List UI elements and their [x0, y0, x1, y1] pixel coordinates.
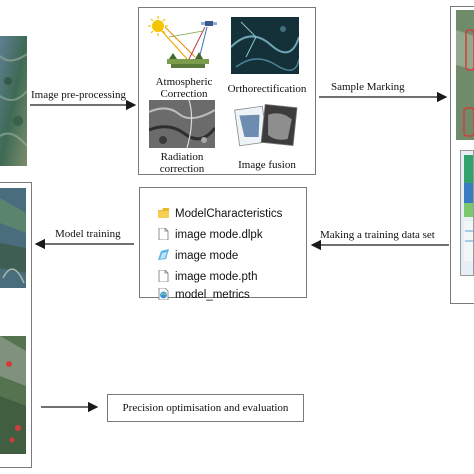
folder-icon	[158, 207, 169, 219]
preprocessing-box: Atmospheric Correction Orthorectificatio…	[138, 7, 316, 175]
label-model-training: Model training	[55, 228, 121, 240]
file-row-image-mode: image mode	[158, 249, 238, 262]
orthorectification-image	[231, 17, 299, 74]
document-icon	[158, 228, 169, 240]
input-satellite-image	[0, 36, 27, 166]
document-icon	[158, 270, 169, 282]
file-row-model-characteristics: ModelCharacteristics	[158, 207, 282, 220]
result-satellite-image-bottom	[0, 336, 26, 454]
image-file-icon	[158, 249, 169, 261]
web-file-icon	[158, 288, 169, 300]
tile-label-image-fusion: Image fusion	[238, 159, 296, 171]
model-files-box: ModelCharacteristics image mode.dlpk ima…	[139, 187, 307, 301]
tile-label-radiation-correction: Radiation correction	[159, 151, 205, 175]
tile-label-atmospheric-correction: Atmospheric Correction	[155, 76, 213, 100]
file-row-pth: image mode.pth	[158, 270, 257, 283]
precision-label: Precision optimisation and evaluation	[122, 402, 289, 414]
sample-marking-image	[456, 10, 474, 140]
precision-box: Precision optimisation and evaluation	[107, 394, 304, 422]
label-image-preprocessing: Image pre-processing	[31, 89, 126, 101]
result-satellite-image-top	[0, 188, 26, 288]
radiation-correction-image	[149, 100, 215, 148]
image-fusion-illustration	[233, 102, 299, 150]
label-sample-marking: Sample Marking	[331, 81, 405, 93]
atmospheric-correction-illustration	[147, 15, 219, 75]
tile-label-orthorectification: Orthorectification	[227, 83, 307, 95]
label-making-training-set: Making a training data set	[320, 229, 435, 241]
file-row-dlpk: image mode.dlpk	[158, 228, 263, 241]
file-row-model-metrics: model_metrics	[158, 288, 250, 301]
